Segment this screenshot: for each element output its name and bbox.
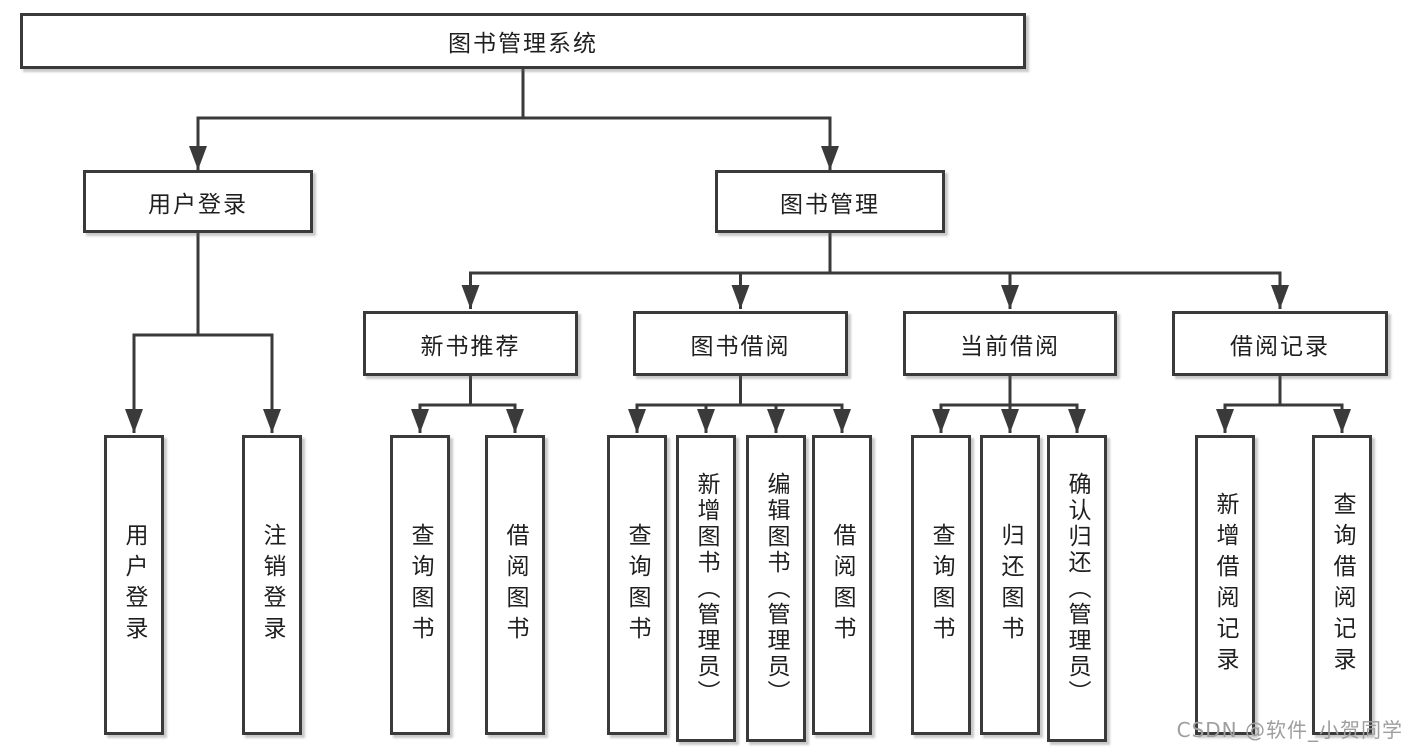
node-return-books: 归还图书 [980,435,1040,735]
node-book-management: 图书管理 [715,170,945,233]
connector-book-management [461,233,1289,309]
connector-root [189,69,839,170]
connector-borrowing-records [1216,376,1351,433]
node-library-management-system: 图书管理系统 [20,13,1026,69]
csdn-watermark: CSDN @软件_小贺同学 [1176,718,1403,742]
node-add-books-admin: 新增图书（管理员） [676,435,736,742]
node-book-borrowing: 图书借阅 [633,311,848,376]
node-user-login-action: 用户登录 [104,435,164,735]
node-current-borrowing: 当前借阅 [903,311,1117,376]
node-add-borrow-record: 新增借阅记录 [1195,435,1255,735]
node-confirm-return-admin: 确认归还（管理员） [1047,435,1107,742]
node-query-books-current: 查询图书 [911,435,971,735]
connector-current-borrowing [932,376,1086,433]
node-query-borrow-record: 查询借阅记录 [1312,435,1372,735]
node-edit-books-admin: 编辑图书（管理员） [746,435,806,742]
connector-book-borrowing [628,376,851,433]
node-new-book-recommendation: 新书推荐 [363,311,578,376]
node-borrow-books-borrowing: 借阅图书 [812,435,872,735]
node-borrowing-records: 借阅记录 [1172,311,1388,376]
node-query-books-borrowing: 查询图书 [607,435,667,735]
node-query-books-recommend: 查询图书 [390,435,450,735]
node-logout-action: 注销登录 [242,435,302,735]
node-user-login: 用户登录 [83,170,313,233]
connector-new-book-recommendation [411,376,524,433]
connector-user-login [125,233,281,433]
node-borrow-books-recommend: 借阅图书 [485,435,545,735]
